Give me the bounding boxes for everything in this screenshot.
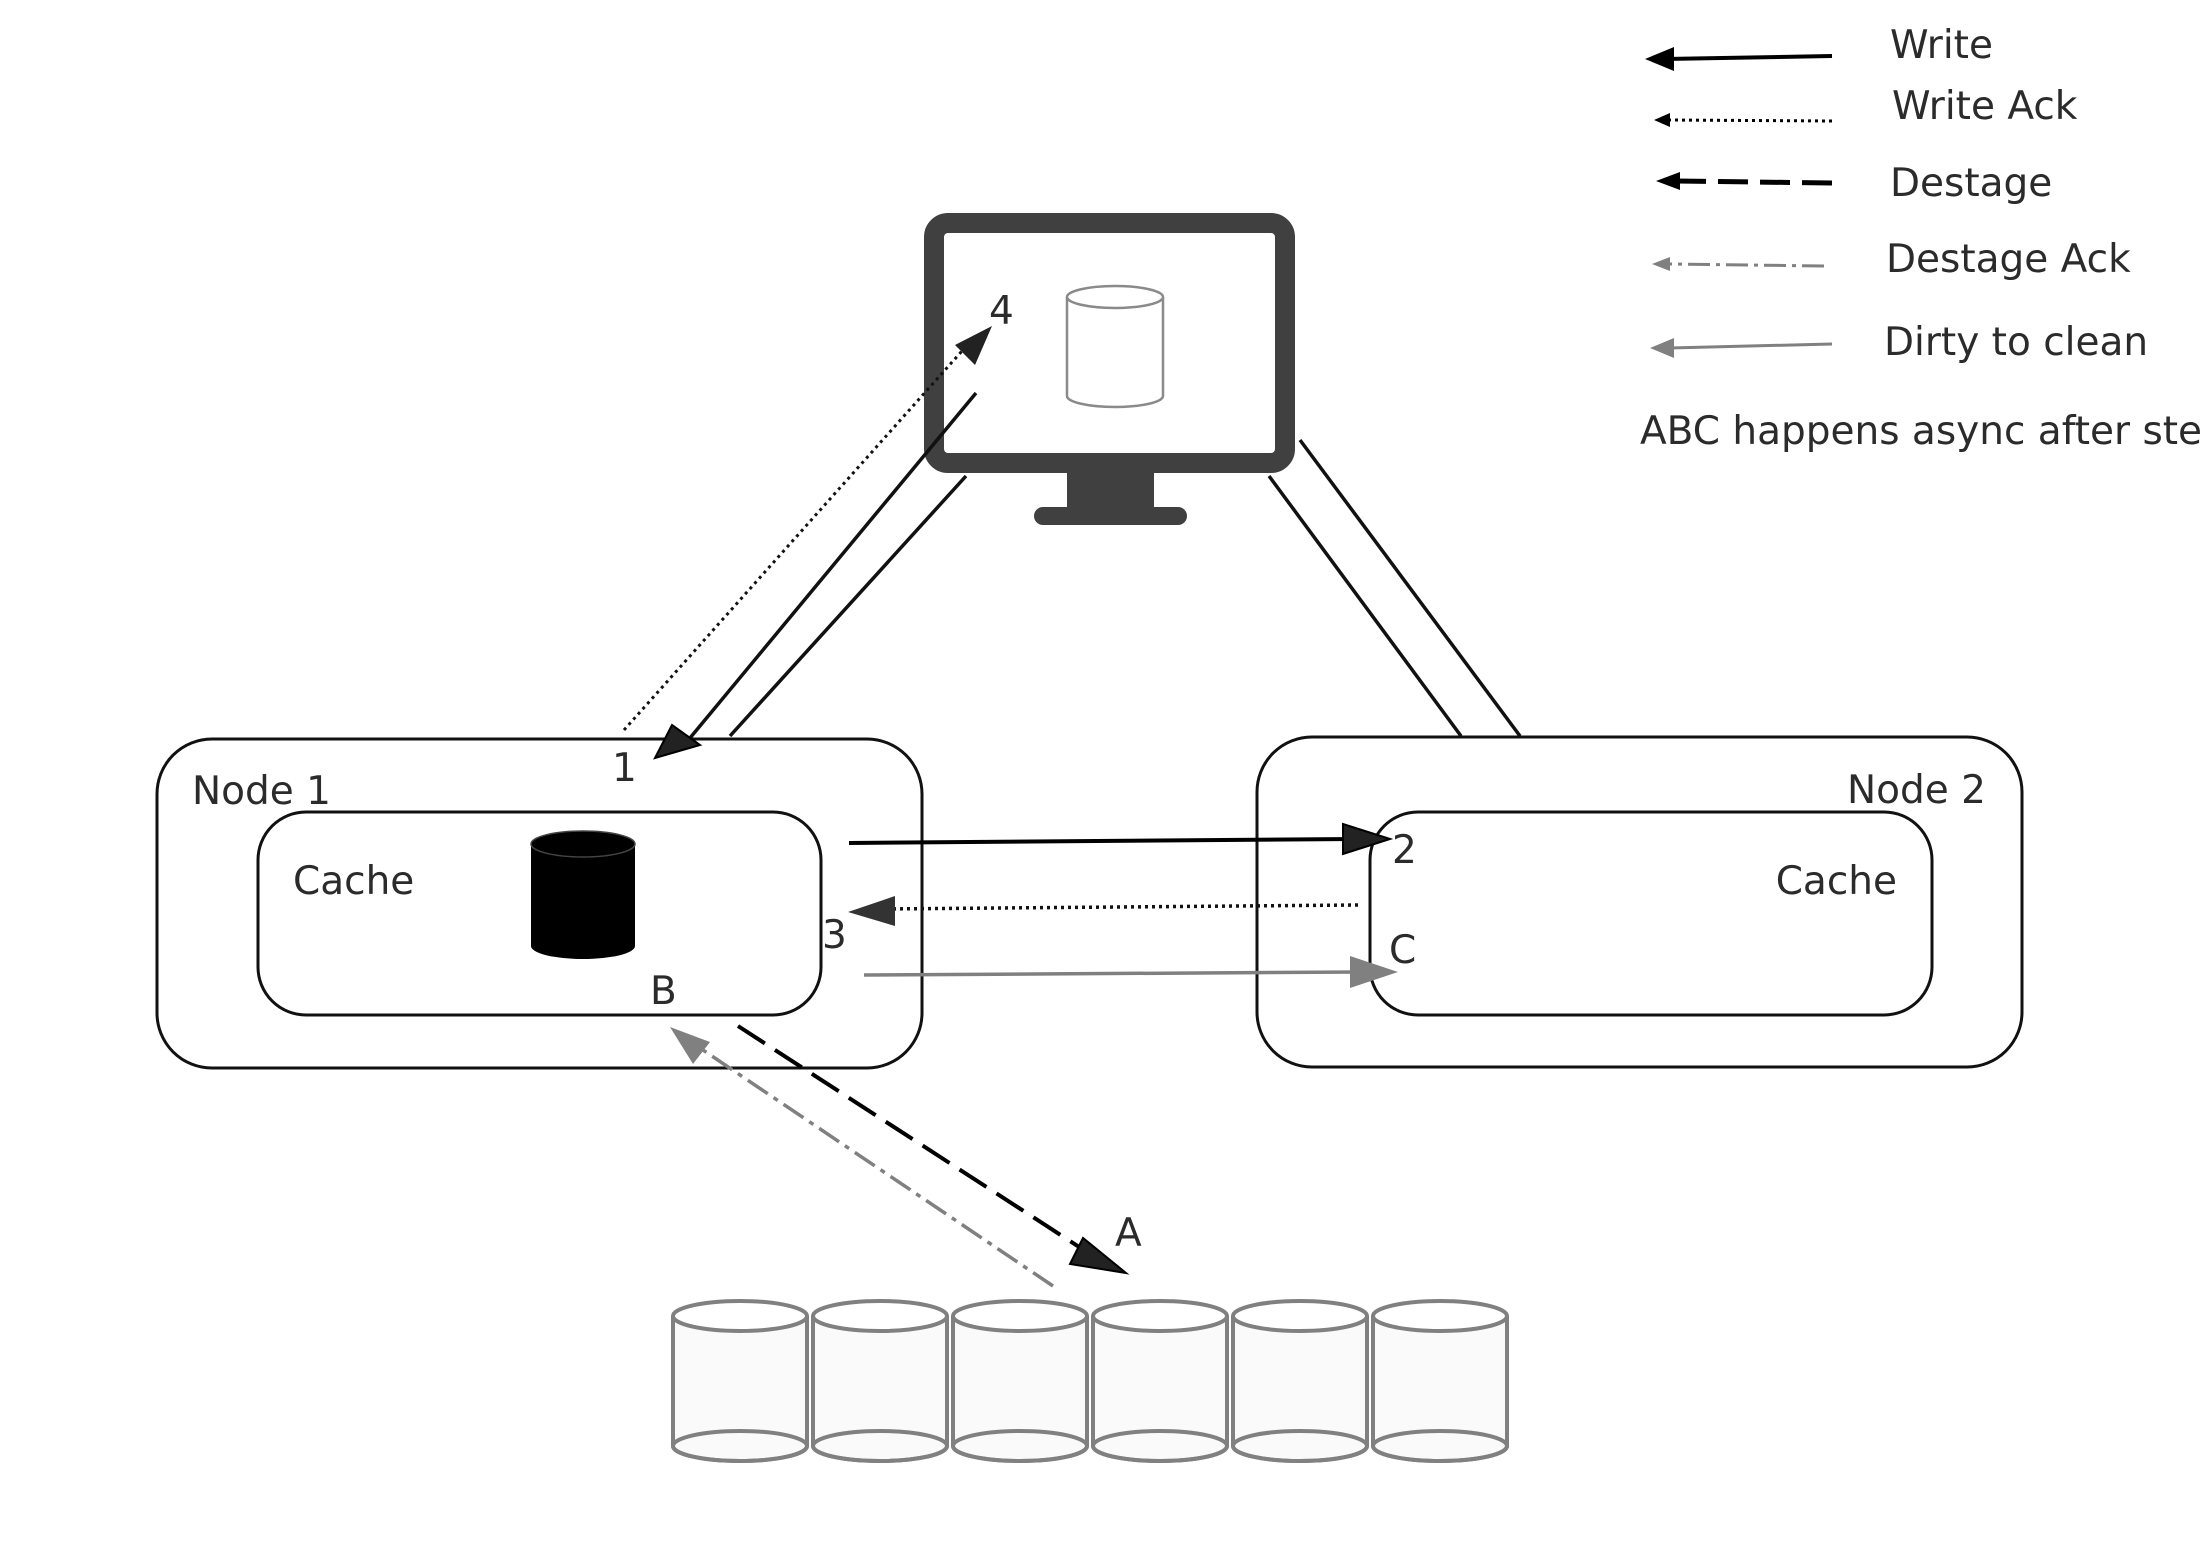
backend-storage-array-icon [671, 1299, 1509, 1463]
legend-async-note: ABC happens async after step [1640, 409, 2200, 454]
host-monitor-icon [924, 213, 1295, 525]
legend-destage-ack: Destage Ack [1652, 237, 2131, 282]
node-2-cache-label: Cache [1776, 859, 1897, 904]
legend-dirty-to-clean-label: Dirty to clean [1884, 320, 2148, 365]
node-1: Node 1 Cache [155, 737, 924, 1070]
async-label-c: C [1389, 928, 1416, 973]
step-label-2: 2 [1392, 828, 1417, 873]
backend-disk-icon [1091, 1299, 1229, 1463]
write-ack-arrow-step-3 [848, 896, 1359, 926]
write-arrow-step-1 [653, 391, 978, 760]
node-2: Node 2 Cache [1255, 735, 2024, 1069]
node-1-cache-label: Cache [293, 859, 414, 904]
backend-disk-icon [671, 1299, 809, 1463]
step-label-1: 1 [612, 746, 637, 791]
async-label-a: A [1115, 1211, 1142, 1256]
backend-disk-icon [951, 1299, 1089, 1463]
dirty-to-clean-arrow-c [863, 956, 1398, 988]
legend-write-ack-label: Write Ack [1892, 84, 2078, 129]
legend-destage: Destage [1656, 161, 2052, 206]
async-label-b: B [650, 969, 677, 1014]
legend-write-ack: Write Ack [1654, 84, 2078, 129]
step-label-4: 4 [989, 289, 1014, 334]
step-label-3: 3 [822, 913, 847, 958]
backend-disk-icon [1231, 1299, 1369, 1463]
legend-write-label: Write [1890, 23, 1993, 68]
backend-disk-icon [811, 1299, 949, 1463]
node-2-cache: Cache [1368, 810, 1934, 1017]
backend-disk-icon [1371, 1299, 1509, 1463]
legend-destage-ack-label: Destage Ack [1886, 237, 2131, 282]
legend: Write Write Ack Destage Destage Ack Dirt… [1640, 23, 2200, 454]
legend-write: Write [1645, 23, 1993, 71]
write-ack-arrow-step-4 [622, 326, 992, 731]
node-1-title: Node 1 [192, 769, 331, 814]
write-arrow-step-2 [848, 822, 1394, 856]
destage-arrow-a [736, 1024, 1130, 1275]
node-2-title: Node 2 [1847, 768, 1986, 813]
destage-ack-arrow-b [670, 1027, 1054, 1288]
legend-dirty-to-clean: Dirty to clean [1650, 320, 2148, 365]
host-volume-icon [1065, 284, 1165, 409]
host-links [728, 438, 1522, 738]
legend-destage-label: Destage [1890, 161, 2052, 206]
cache-volume-icon [530, 830, 636, 959]
